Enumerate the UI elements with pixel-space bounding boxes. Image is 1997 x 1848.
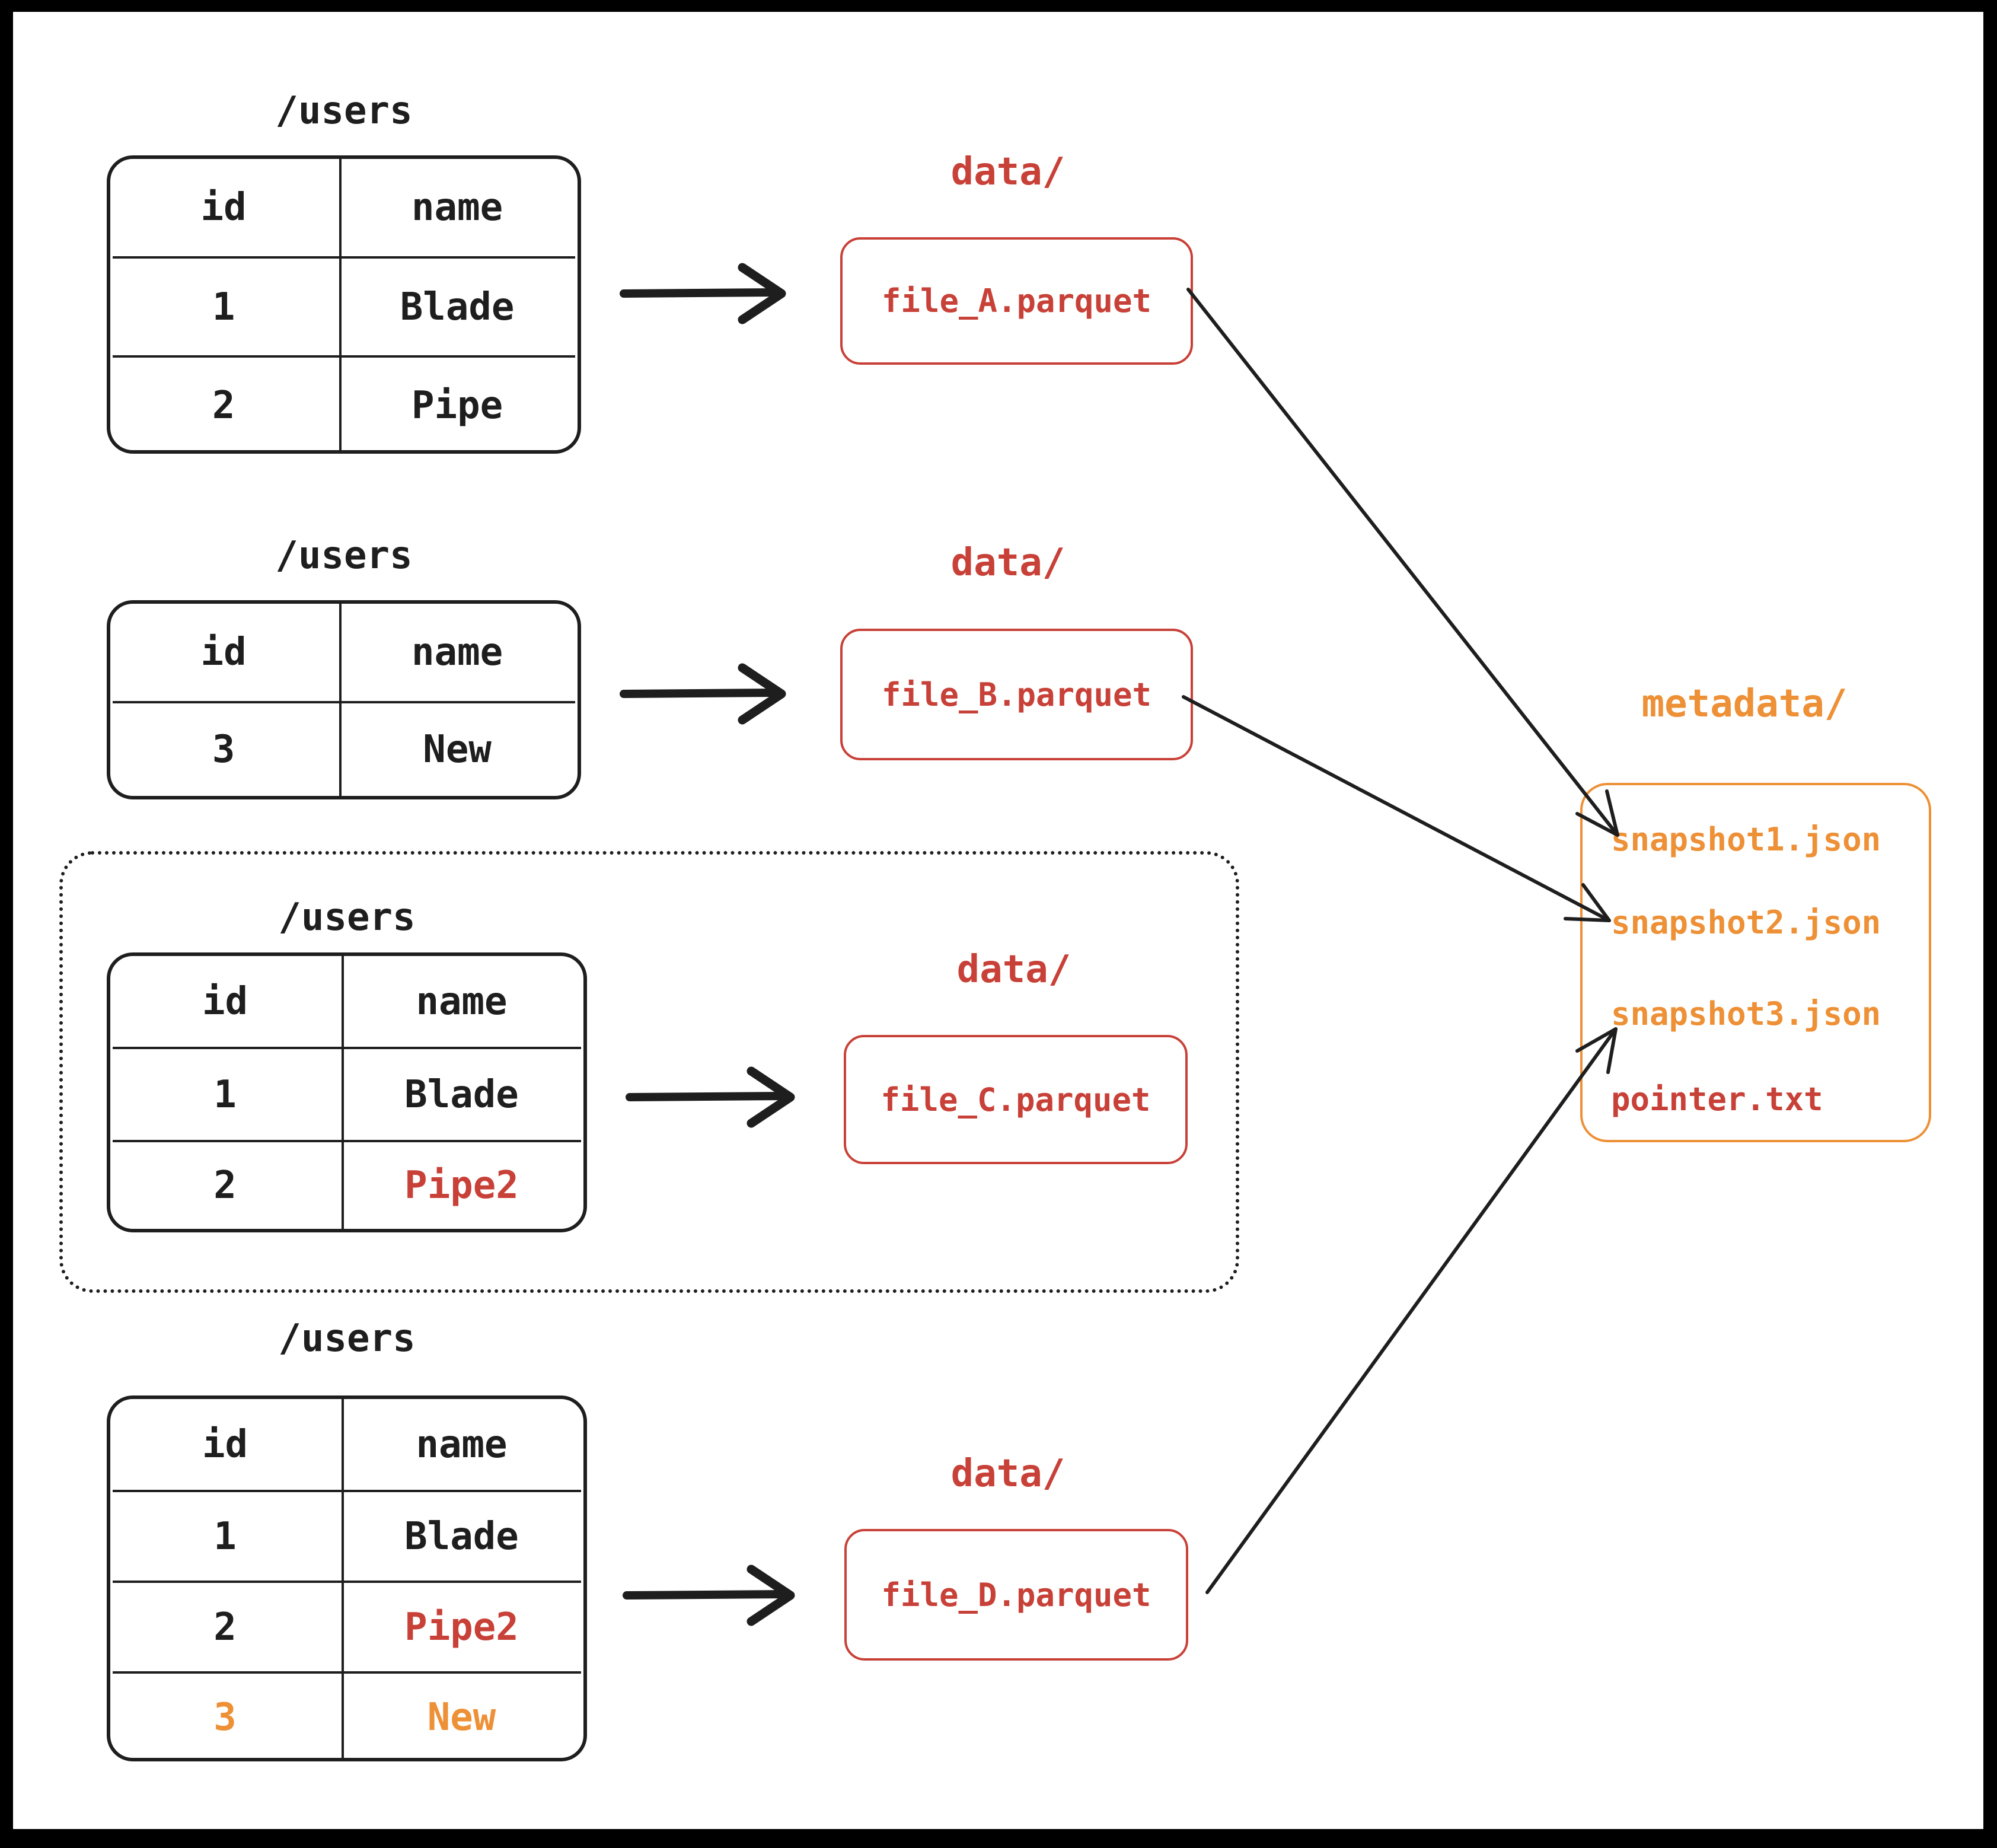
table1-row-line [113, 256, 575, 259]
table3-row-line [113, 1047, 581, 1049]
table2-cell-id1: 3 [212, 728, 235, 772]
table2-header-row: id name [110, 604, 578, 701]
metadata-folder-label: metadata/ [1641, 682, 1848, 726]
table1-cell-name2: Pipe [411, 384, 503, 428]
table4-cell-name1: Blade [404, 1514, 519, 1559]
table4-row-line [113, 1581, 581, 1583]
file-d-parquet-box: file_D.parquet [844, 1529, 1188, 1661]
table3-cell-name1: Blade [404, 1072, 519, 1117]
file-b-parquet-label: file_B.parquet [881, 676, 1152, 713]
table-row: 1 Blade [110, 259, 578, 355]
table4-cell-name3: New [427, 1696, 496, 1739]
table-row: 1 Blade [110, 1492, 583, 1581]
table4: id name 1 Blade 2 Pipe2 3 New [107, 1395, 587, 1761]
table1: id name 1 Blade 2 Pipe [107, 155, 581, 454]
table3-cell-id2: 2 [213, 1164, 237, 1207]
data-folder-label-1: data/ [950, 150, 1066, 194]
table1-header-id: id [200, 186, 247, 230]
table2-cell-name1: New [423, 728, 492, 772]
table-row: 2 Pipe2 [110, 1142, 583, 1229]
table2-header-name: name [411, 630, 503, 674]
table-row: 2 Pipe2 [110, 1583, 583, 1671]
table1-title: /users [275, 89, 413, 133]
table3-header-row: id name [110, 956, 583, 1047]
table3-header-name: name [416, 979, 508, 1024]
data-folder-label-3: data/ [956, 948, 1071, 992]
snapshot3-json-item: snapshot3.json [1611, 995, 1881, 1033]
table2-column-divider [339, 604, 342, 796]
table-row: 1 Blade [110, 1049, 583, 1140]
snapshot1-json-item: snapshot1.json [1611, 821, 1881, 858]
table4-cell-name2: Pipe2 [404, 1605, 519, 1649]
file-a-parquet-label: file_A.parquet [881, 282, 1152, 320]
table4-header-id: id [202, 1422, 248, 1467]
table1-header-name: name [411, 186, 503, 230]
file-b-parquet-box: file_B.parquet [840, 629, 1193, 760]
table3-header-id: id [202, 979, 248, 1024]
table4-cell-id2: 2 [213, 1605, 237, 1649]
data-folder-label-2: data/ [950, 541, 1066, 585]
table3-cell-name2: Pipe2 [404, 1164, 519, 1207]
table4-row-line [113, 1490, 581, 1492]
data-folder-label-4: data/ [950, 1452, 1066, 1496]
table3-column-divider [342, 956, 344, 1229]
table4-column-divider [342, 1399, 344, 1758]
table2-row-line [113, 701, 575, 703]
table-row: 3 New [110, 1674, 583, 1761]
table-row: 3 New [110, 703, 578, 796]
table2-title: /users [275, 534, 413, 578]
table1-header-row: id name [110, 159, 578, 256]
table1-cell-id1: 1 [212, 285, 235, 329]
table1-row-line [113, 355, 575, 358]
table4-header-name: name [416, 1422, 508, 1467]
table4-header-row: id name [110, 1399, 583, 1490]
file-a-parquet-box: file_A.parquet [840, 237, 1193, 365]
table3: id name 1 Blade 2 Pipe2 [107, 952, 587, 1232]
table-row: 2 Pipe [110, 358, 578, 454]
snapshot2-json-item: snapshot2.json [1611, 904, 1881, 941]
table1-cell-id2: 2 [212, 384, 235, 428]
file-c-parquet-box: file_C.parquet [844, 1035, 1188, 1164]
table4-row-line [113, 1671, 581, 1674]
table3-row-line [113, 1140, 581, 1142]
table4-cell-id1: 1 [213, 1514, 237, 1559]
table2: id name 3 New [107, 600, 581, 799]
pointer-txt-item: pointer.txt [1611, 1081, 1823, 1118]
table4-cell-id3: 3 [213, 1696, 237, 1739]
table3-title: /users [278, 896, 416, 939]
file-d-parquet-label: file_D.parquet [881, 1576, 1151, 1614]
metadata-box: snapshot1.json snapshot2.json snapshot3.… [1580, 783, 1931, 1142]
table3-cell-id1: 1 [213, 1072, 237, 1117]
file-c-parquet-label: file_C.parquet [881, 1081, 1151, 1119]
table2-header-id: id [200, 630, 247, 674]
table1-column-divider [339, 159, 342, 450]
table1-cell-name1: Blade [400, 285, 515, 329]
table4-title: /users [278, 1317, 416, 1360]
